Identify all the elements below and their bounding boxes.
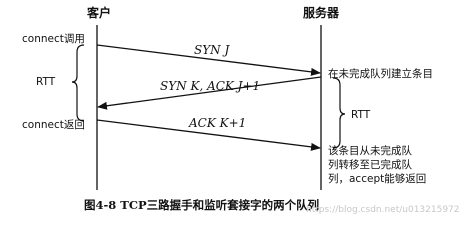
ack-k-label: ACK K+1 — [189, 116, 247, 130]
syn-k-ack-arrow — [97, 76, 322, 110]
ack-k-arrow — [96, 119, 321, 151]
client-rtt-label: RTT — [36, 76, 56, 88]
move-entry-line-1: 该条目从未完成队 — [328, 145, 412, 157]
move-entry-line-2: 列转移至已完成队 — [328, 159, 412, 171]
client-header: 客户 — [87, 6, 112, 20]
server-rtt-label: RTT — [351, 109, 371, 121]
client-rtt-brace — [71, 44, 85, 122]
syn-j-arrow — [96, 44, 321, 76]
incomplete-queue-entry-label: 在未完成队列建立条目 — [328, 68, 433, 80]
syn-j-label: SYN J — [194, 43, 230, 57]
server-rtt-brace — [332, 77, 346, 149]
server-header: 服务器 — [303, 6, 340, 20]
syn-k-ack-label: SYN K, ACK J+1 — [160, 79, 261, 93]
move-entry-line-3: 列，accept能够返回 — [328, 173, 427, 185]
figure-caption: 图4-8 TCP三路握手和监听套接字的两个队列 — [84, 198, 320, 212]
connect-call-label: connect调用 — [22, 33, 85, 45]
watermark: https://blog.csdn.net/u013215972 — [306, 205, 460, 215]
handshake-diagram — [71, 25, 346, 190]
connect-return-label: connect返回 — [22, 119, 85, 131]
